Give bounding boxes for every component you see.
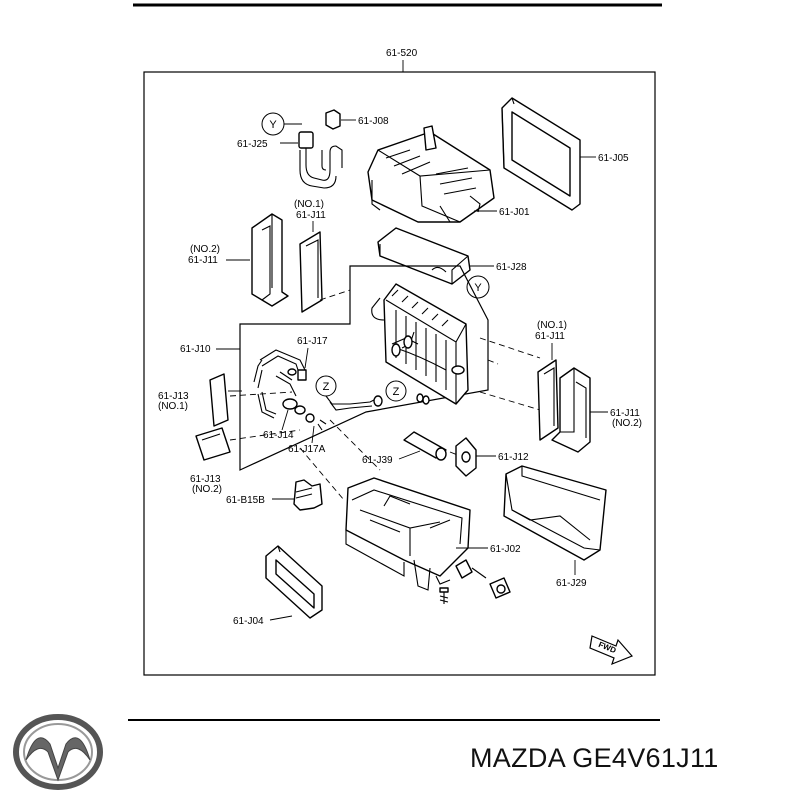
foam-block-j28 [377,227,471,285]
label-j01: 61-J01 [499,207,530,218]
svg-text:Z: Z [393,386,400,398]
label-j28: 61-J28 [496,262,527,273]
lower-case-j02 [345,477,471,591]
grommet-j12 [455,437,477,477]
holder-j11-no2-right [551,367,591,453]
marker-y-top: Y [261,112,302,136]
label-j17: 61-J17 [297,336,328,347]
label-j25: 61-J25 [237,139,268,150]
drain-fittings [439,559,511,604]
mazda-logo-icon [13,714,103,790]
part-number-title: MAZDA GE4V61J11 [470,743,719,773]
marker-z-left: Z [315,375,337,397]
upper-case-j01 [367,125,495,223]
label-j29: 61-J29 [556,578,587,589]
evaporator-pipes [371,297,419,357]
pad-j13-no2 [195,427,231,461]
evaporator-core [383,283,469,405]
label-j13-no1-tag: (NO.1) [158,401,188,412]
label-j11-no1-right: 61-J11 [535,331,565,342]
svg-text:Y: Y [474,282,482,294]
label-j13-no2-tag: (NO.2) [192,484,222,495]
filter-j11-no1-top [299,231,323,313]
seal-frame-j04 [265,545,323,619]
label-j13-no2: 61-J13 [190,474,221,485]
label-j02: 61-J02 [490,544,521,555]
pad-j13-no1 [209,373,229,427]
label-j17a: 61-J17A [288,444,326,455]
label-j11-no1-top: 61-J11 [296,210,326,221]
label-j14: 61-J14 [263,430,294,441]
label-j11-no2-left-tag: (NO.2) [190,244,220,255]
clip-j08 [325,109,356,130]
guide-lines [229,289,541,501]
label-j11-no1-right-tag: (NO.1) [537,320,567,331]
label-j10: 61-J10 [180,344,211,355]
svg-text:Y: Y [269,119,277,131]
label-j13-no1: 61-J13 [158,391,189,402]
seal-frame-j05 [501,97,581,211]
sensor-j25 [298,131,343,189]
label-j11-no2-right: 61-J11 [610,408,640,419]
cylinder-j39 [403,431,447,461]
holder-j11-no2-left [251,213,289,307]
svg-text:Z: Z [323,381,330,393]
label-j11-no2-right-tag: (NO.2) [612,418,642,429]
evaporator-group-box [239,265,489,471]
label-j11-no1-top-tag: (NO.1) [294,199,324,210]
label-j08: 61-J08 [358,116,389,127]
label-j12: 61-J12 [498,452,529,463]
assembly-label: 61-520 [386,48,418,59]
duct-cover-j29 [503,465,607,561]
label-j05: 61-J05 [598,153,629,164]
marker-z-right: Z [385,380,407,402]
diagram-frame [143,71,656,676]
o-ring-fittings [305,393,430,431]
fwd-arrow-icon: FWD [589,635,634,666]
label-j04: 61-J04 [233,616,264,627]
marker-y-mid: Y [466,275,490,299]
label-j39: 61-J39 [362,455,393,466]
label-j11-no2-left: 61-J11 [188,255,218,266]
pipe-assembly-j14 [253,349,307,419]
filter-j11-no1-right [537,359,559,441]
resistor-b15b [293,479,323,511]
label-b15b: 61-B15B [226,495,265,506]
